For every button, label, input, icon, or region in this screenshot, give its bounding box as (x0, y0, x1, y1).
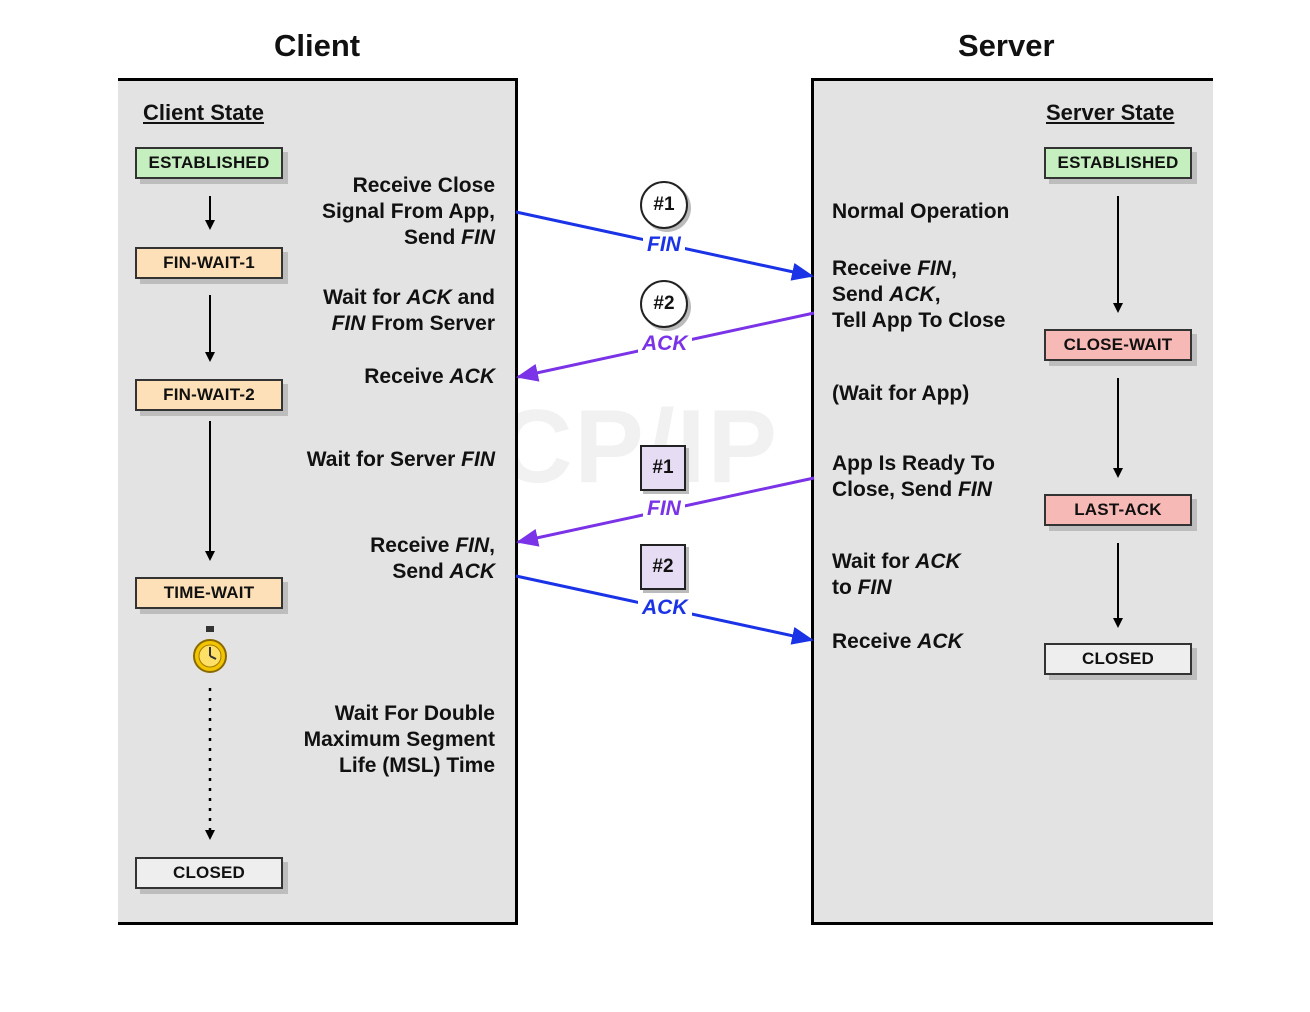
server-state-title: Server State (1046, 100, 1175, 125)
server-desc-wait-ack: Wait for ACK to FIN (832, 550, 961, 599)
message-badge-3: #1 (640, 445, 686, 491)
client-state-established: ESTABLISHED (135, 147, 283, 179)
message-label-fin-3: FIN (643, 497, 685, 521)
client-desc-wait-server-fin: Wait for Server FIN (306, 448, 495, 471)
client-desc-wait-ack: Wait for ACK and FIN From Server (323, 286, 495, 335)
client-desc-wait-msl: Wait For Double Maximum Segment Life (MS… (303, 702, 495, 777)
message-badge-4: #2 (640, 544, 686, 590)
message-label-ack-2: ACK (638, 332, 692, 356)
server-state-close-wait: CLOSE-WAIT (1044, 329, 1192, 361)
message-label-fin-1: FIN (643, 233, 685, 257)
server-desc-normal: Normal Operation (832, 200, 1010, 223)
client-state-title: Client State (143, 100, 265, 125)
server-desc-receive-ack: Receive ACK (832, 630, 963, 653)
server-state-established: ESTABLISHED (1044, 147, 1192, 179)
client-state-closed: CLOSED (135, 857, 283, 889)
client-panel (118, 78, 518, 925)
message-badge-1: #1 (640, 181, 688, 229)
client-state-time-wait: TIME-WAIT (135, 577, 283, 609)
server-desc-wait-app: (Wait for App) (832, 382, 970, 405)
server-state-last-ack: LAST-ACK (1044, 494, 1192, 526)
server-state-closed: CLOSED (1044, 643, 1192, 675)
client-desc-receive-fin: Receive FIN, Send ACK (370, 534, 495, 583)
stopwatch-icon (193, 626, 227, 673)
server-desc-app-ready: App Is Ready To Close, Send FIN (832, 452, 995, 501)
client-state-fin-wait-1: FIN-WAIT-1 (135, 247, 283, 279)
client-state-fin-wait-2: FIN-WAIT-2 (135, 379, 283, 411)
server-desc-receive-fin: Receive FIN, Send ACK, Tell App To Close (832, 257, 1006, 332)
server-heading: Server (958, 28, 1055, 63)
message-label-ack-4: ACK (638, 596, 692, 620)
client-heading: Client (274, 28, 361, 63)
client-desc-receive-ack: Receive ACK (364, 365, 495, 388)
client-desc-receive-close: Receive Close Signal From App, Send FIN (321, 174, 495, 249)
message-badge-2: #2 (640, 280, 688, 328)
